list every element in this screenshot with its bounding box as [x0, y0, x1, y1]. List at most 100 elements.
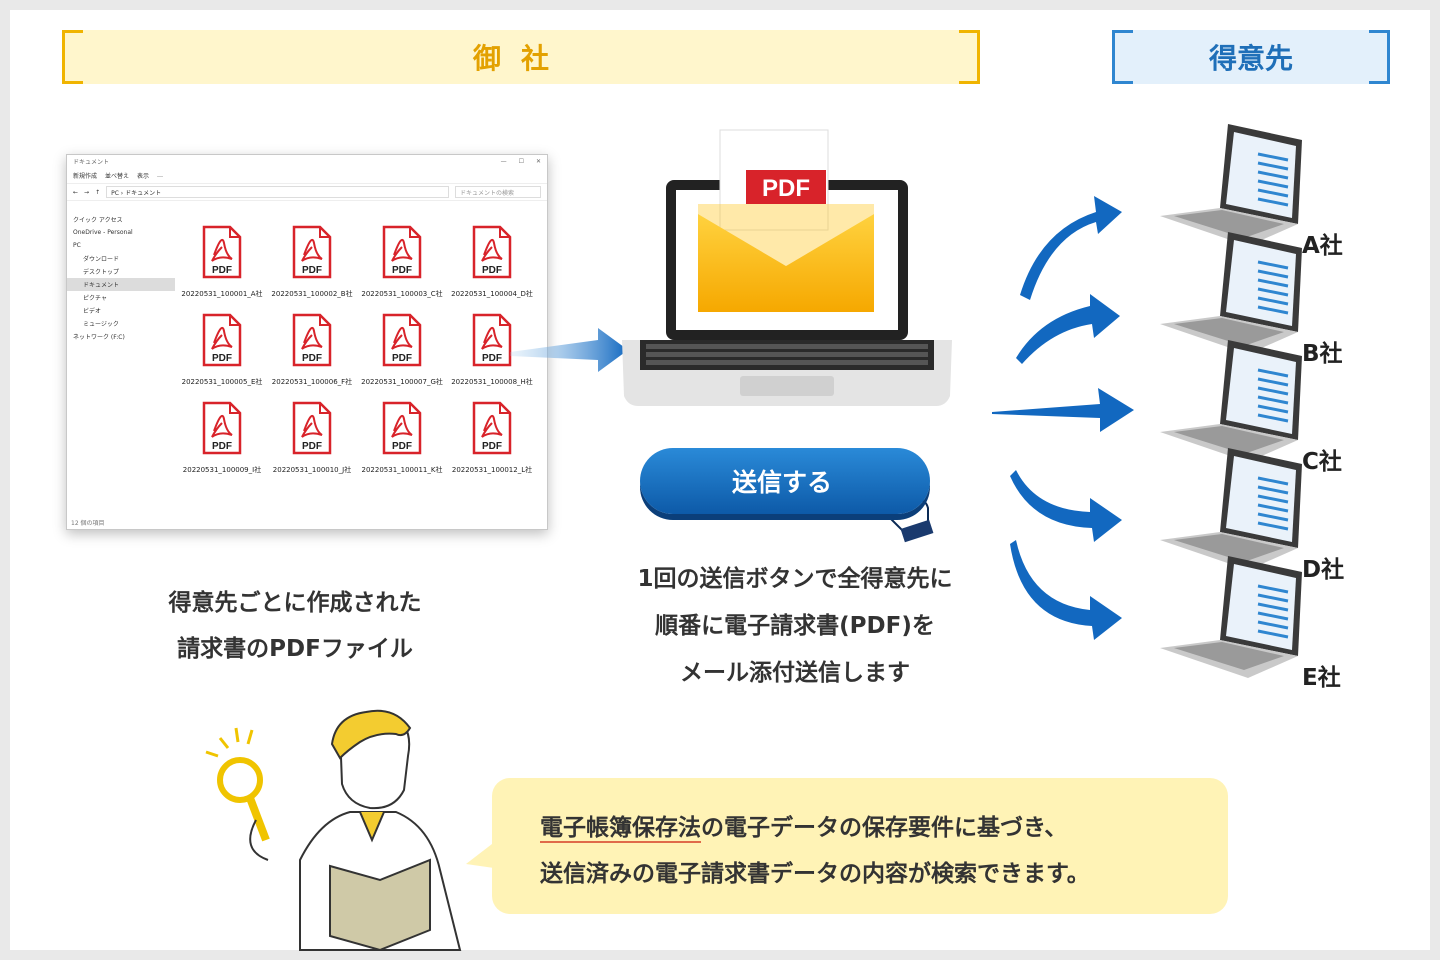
file-name: 20220531_100004_D社	[451, 290, 533, 298]
file-grid: PDF 20220531_100001_A社 PDF 20220531_100002_…	[177, 225, 543, 475]
pdf-icon-label: PDF	[302, 265, 322, 276]
pdf-file-item[interactable]: PDF 20220531_100011_K社	[357, 401, 447, 475]
pdf-file-icon: PDF	[202, 401, 242, 455]
pdf-icon-label: PDF	[302, 441, 322, 452]
sidebar-item-onedrive[interactable]: OneDrive - Personal	[73, 229, 133, 236]
explorer-title: ドキュメント	[73, 158, 110, 166]
left-caption-line2: 請求書のPDFファイル	[177, 636, 413, 662]
pdf-file-icon: PDF	[382, 313, 422, 367]
sidebar-item-desktop[interactable]: デスクトップ	[83, 269, 120, 276]
bubble-tail	[466, 844, 494, 868]
pdf-file-item[interactable]: PDF 20220531_100008_H社	[447, 313, 537, 387]
sidebar-item-pictures[interactable]: ピクチャ	[83, 295, 107, 302]
toolbar-more[interactable]: …	[157, 171, 164, 179]
center-caption: 1回の送信ボタンで全得意先に 順番に電子請求書(PDF)を メール添付送信します	[590, 556, 1000, 697]
pdf-file-icon: PDF	[292, 313, 332, 367]
pdf-icon-label: PDF	[482, 353, 502, 364]
maximize-icon[interactable]: ☐	[518, 157, 524, 165]
pdf-file-item[interactable]: PDF 20220531_100005_E社	[177, 313, 267, 387]
send-button-label: 送信する	[732, 468, 833, 497]
center-caption-line2: 順番に電子請求書(PDF)を	[655, 613, 935, 639]
company-label-a: A社	[1302, 233, 1343, 259]
address-path[interactable]: PC › ドキュメント	[106, 186, 449, 198]
speech-bubble: 電子帳簿保存法の電子データの保存要件に基づき、 送信済みの電子請求書データの内容…	[492, 778, 1228, 914]
pdf-file-icon: PDF	[292, 401, 332, 455]
toolbar-view[interactable]: 表示	[137, 172, 150, 180]
minimize-icon[interactable]: —	[500, 157, 507, 165]
bubble-line1-rest: の電子データの保存要件に基づき、	[701, 815, 1068, 841]
sidebar-item-network[interactable]: ネットワーク (F:C)	[73, 334, 125, 341]
file-name: 20220531_100010_J社	[272, 466, 352, 474]
sidebar-item-downloads[interactable]: ダウンロード	[83, 256, 120, 263]
pdf-file-icon: PDF	[202, 313, 242, 367]
pdf-file-item[interactable]: PDF 20220531_100002_B社	[267, 225, 357, 299]
bubble-line1: 電子帳簿保存法の電子データの保存要件に基づき、	[540, 808, 1068, 843]
pdf-file-item[interactable]: PDF 20220531_100009_I社	[177, 401, 267, 475]
pdf-icon-label: PDF	[482, 265, 502, 276]
pdf-file-icon: PDF	[382, 225, 422, 279]
file-name: 20220531_100012_L社	[451, 466, 533, 474]
sidebar-item-music[interactable]: ミュージック	[83, 321, 119, 328]
left-caption-line1: 得意先ごとに作成された	[168, 590, 422, 616]
left-caption: 得意先ごとに作成された 請求書のPDFファイル	[130, 580, 460, 672]
bubble-line2: 送信済みの電子請求書データの内容が検索できます。	[540, 861, 1090, 887]
pdf-icon-label: PDF	[212, 441, 232, 452]
pdf-file-icon: PDF	[472, 225, 512, 279]
company-label-b: B社	[1302, 341, 1343, 367]
file-name: 20220531_100007_G社	[361, 378, 443, 386]
explorer-titlebar: ドキュメント — ☐ ✕	[67, 155, 547, 167]
explorer-addressbar: ← → ↑ PC › ドキュメント ドキュメントの検索	[67, 184, 547, 201]
pdf-file-item[interactable]: PDF 20220531_100012_L社	[447, 401, 537, 475]
file-name: 20220531_100009_I社	[182, 466, 262, 474]
sidebar-item-videos[interactable]: ビデオ	[83, 308, 102, 315]
sidebar-item-documents[interactable]: ドキュメント	[67, 278, 175, 291]
up-icon[interactable]: ↑	[95, 188, 101, 196]
pdf-file-item[interactable]: PDF 20220531_100003_C社	[357, 225, 447, 299]
pdf-icon-label: PDF	[392, 353, 412, 364]
file-name: 20220531_100011_K社	[361, 466, 443, 474]
center-caption-line3: メール添付送信します	[680, 660, 910, 686]
toolbar-sort[interactable]: 並べ替え	[105, 172, 130, 180]
sidebar-item-pc[interactable]: PC	[73, 242, 81, 249]
explorer-status: 12 個の項目	[71, 520, 105, 527]
header-ours: 御社	[62, 30, 980, 84]
pdf-file-item[interactable]: PDF 20220531_100004_D社	[447, 225, 537, 299]
pdf-file-item[interactable]: PDF 20220531_100001_A社	[177, 225, 267, 299]
file-name: 20220531_100008_H社	[451, 378, 533, 386]
explorer-sidebar: クイック アクセス OneDrive - Personal PC ダウンロード …	[67, 213, 175, 343]
file-name: 20220531_100006_F社	[271, 378, 353, 386]
pdf-icon-label: PDF	[212, 353, 232, 364]
company-label-e: E社	[1302, 665, 1341, 691]
send-button[interactable]: 送信する	[640, 448, 930, 514]
search-input[interactable]: ドキュメントの検索	[455, 186, 541, 198]
close-icon[interactable]: ✕	[535, 157, 541, 165]
pdf-file-item[interactable]: PDF 20220531_100006_F社	[267, 313, 357, 387]
pdf-icon-label: PDF	[302, 353, 322, 364]
pdf-file-icon: PDF	[472, 313, 512, 367]
explorer-toolbar: 新規作成 並べ替え 表示 …	[67, 167, 547, 184]
pdf-icon-label: PDF	[482, 441, 502, 452]
sidebar-item-quick-access[interactable]: クイック アクセス	[73, 217, 123, 224]
pdf-icon-label: PDF	[212, 265, 232, 276]
pdf-file-icon: PDF	[382, 401, 422, 455]
company-label-d: D社	[1302, 557, 1345, 583]
pdf-file-item[interactable]: PDF 20220531_100010_J社	[267, 401, 357, 475]
toolbar-new[interactable]: 新規作成	[73, 172, 98, 180]
forward-icon[interactable]: →	[84, 188, 90, 196]
file-name: 20220531_100003_C社	[361, 290, 443, 298]
back-icon[interactable]: ←	[73, 188, 79, 196]
file-name: 20220531_100002_B社	[271, 290, 353, 298]
pdf-icon-label: PDF	[392, 441, 412, 452]
file-explorer-window: ドキュメント — ☐ ✕ 新規作成 並べ替え 表示 … ← → ↑ PC › ドキュ…	[66, 154, 548, 530]
pdf-file-icon: PDF	[472, 401, 512, 455]
pdf-icon-label: PDF	[392, 265, 412, 276]
center-caption-line1: 1回の送信ボタンで全得意先に	[637, 566, 953, 592]
header-clients: 得意先	[1112, 30, 1390, 84]
bubble-law-name: 電子帳簿保存法	[540, 815, 701, 843]
pdf-file-icon: PDF	[292, 225, 332, 279]
company-label-c: C社	[1302, 449, 1342, 475]
pdf-file-icon: PDF	[202, 225, 242, 279]
file-name: 20220531_100005_E社	[181, 378, 263, 386]
pdf-file-item[interactable]: PDF 20220531_100007_G社	[357, 313, 447, 387]
file-name: 20220531_100001_A社	[181, 290, 263, 298]
